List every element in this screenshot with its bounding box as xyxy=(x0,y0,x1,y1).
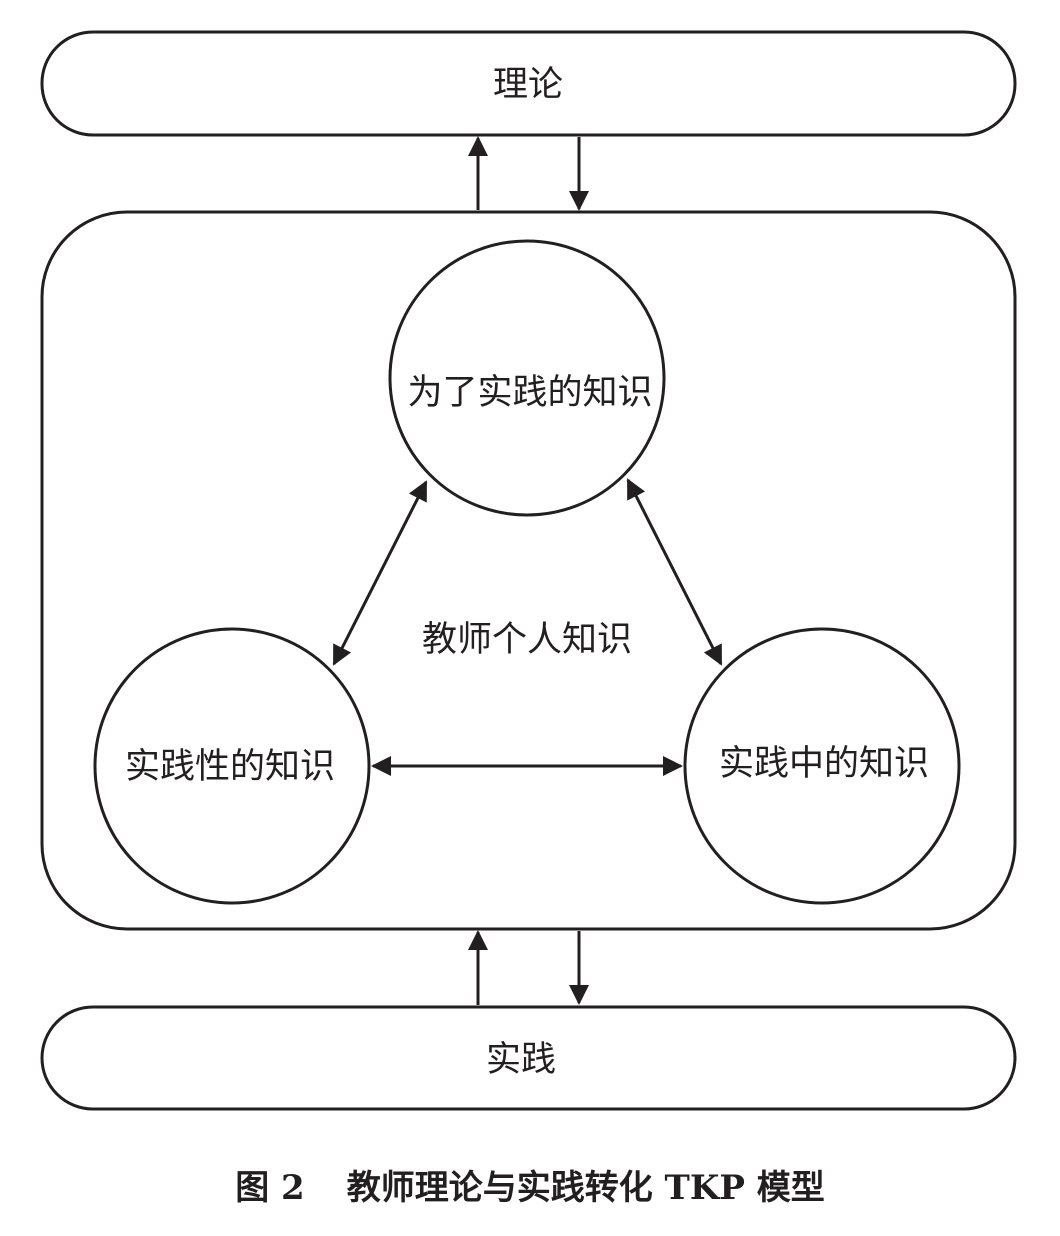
arrow-top-left xyxy=(332,480,428,666)
figure-title: 教师理论与实践转化 TKP 模型 xyxy=(346,1168,825,1208)
theory-box: 理论 xyxy=(40,30,1017,137)
figure-number: 图 2 xyxy=(235,1168,305,1208)
arrow-top-right xyxy=(626,478,723,666)
figure-caption: 图 2 教师理论与实践转化 TKP 模型 xyxy=(0,1160,1060,1209)
center-label: 教师个人知识 xyxy=(422,620,632,660)
circle-knowledge-in-practice: 实践中的知识 xyxy=(683,627,961,905)
practice-label: 实践 xyxy=(486,1040,556,1080)
theory-label: 理论 xyxy=(493,65,563,105)
circle-right-label: 实践中的知识 xyxy=(719,744,929,784)
practice-box: 实践 xyxy=(40,1005,1017,1111)
circle-top-label: 为了实践的知识 xyxy=(407,373,652,413)
circle-knowledge-for-practice: 为了实践的知识 xyxy=(388,239,666,517)
circle-left-label: 实践性的知识 xyxy=(125,747,335,787)
circle-practical-knowledge: 实践性的知识 xyxy=(93,627,371,905)
